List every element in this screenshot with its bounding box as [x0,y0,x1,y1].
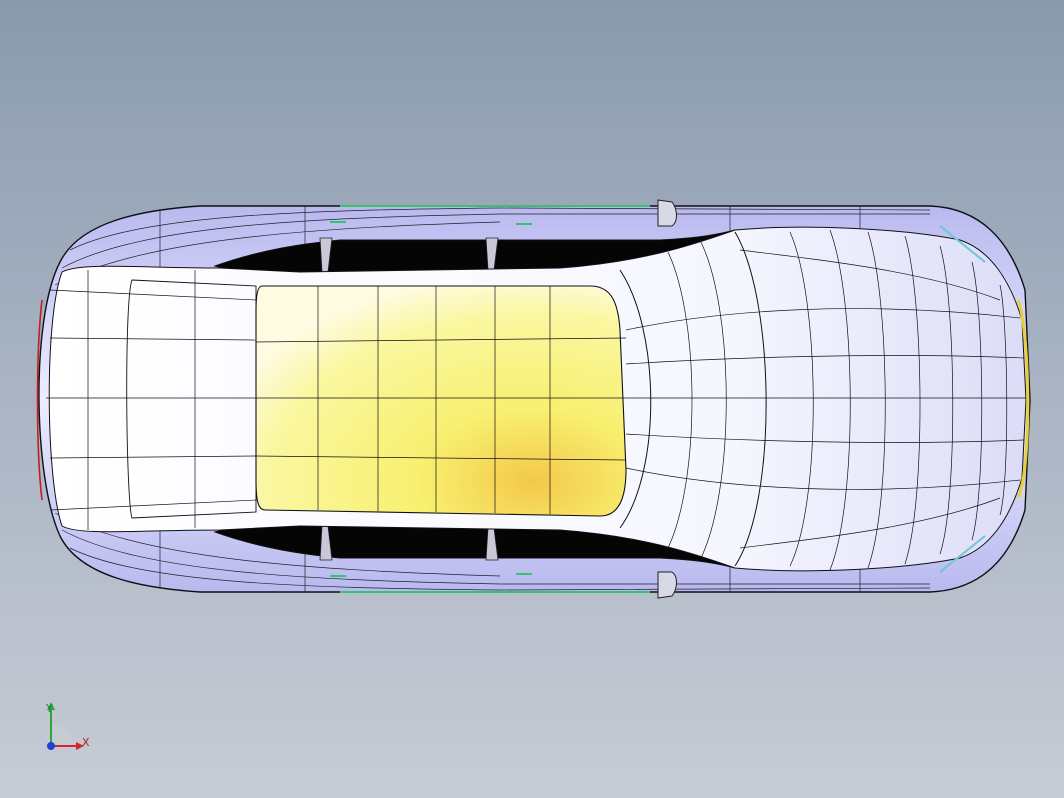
x-axis-label: X [82,736,90,749]
coordinate-triad [47,702,84,750]
y-axis-label: Y [46,702,53,715]
side-mirrors [657,199,677,599]
sunroof-panel [255,285,627,517]
